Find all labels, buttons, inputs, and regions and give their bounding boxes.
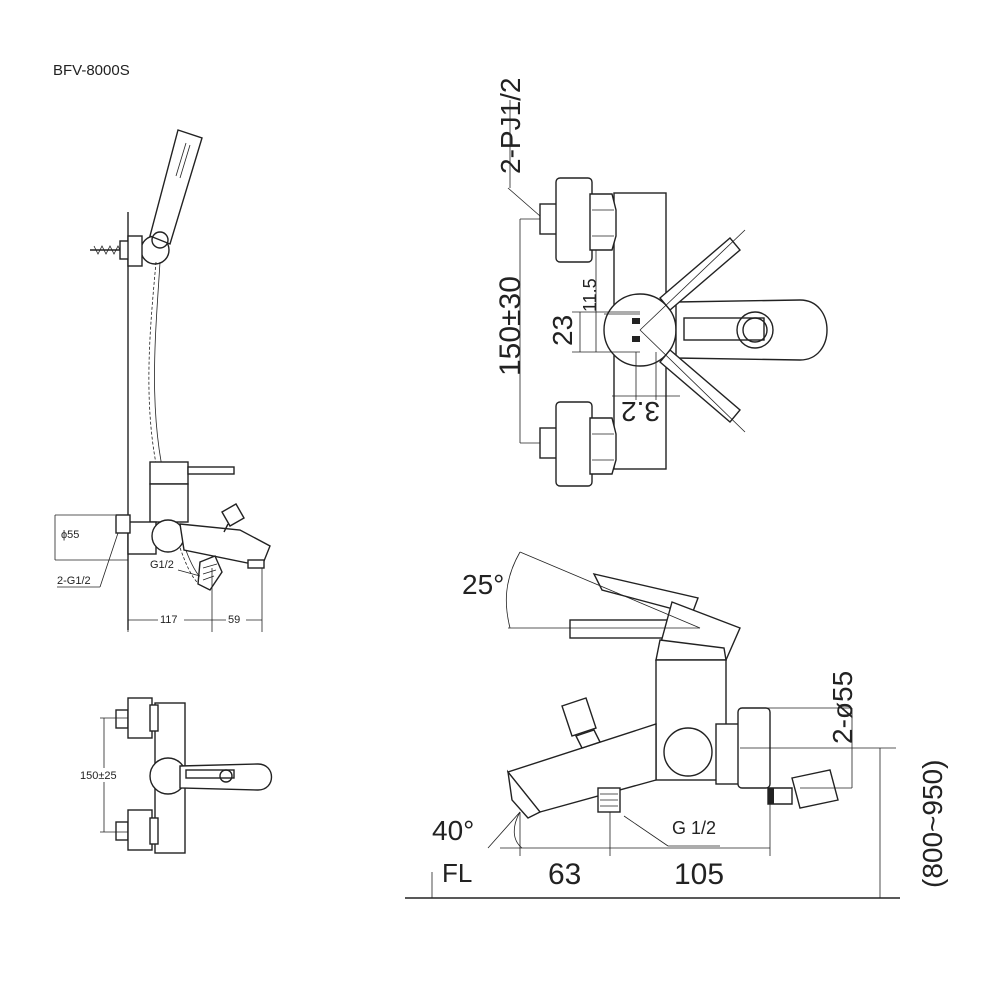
side-view-drawing: ϕ55 2-G1/2 G1/2 117 59: [54, 129, 271, 632]
dim-spout-reach: 63: [548, 858, 581, 891]
model-title: BFV-8000S: [53, 62, 130, 79]
dim-diameter-large: 2-ø55: [827, 671, 858, 744]
dim-center-distance-small: 150±25: [80, 770, 117, 782]
label-floor: FL: [442, 858, 472, 888]
wall-screw: [90, 240, 131, 260]
dim-hose-thread: G1/2: [150, 559, 174, 571]
angle-spout: 40°: [432, 815, 474, 846]
front-view-small-drawing: 150±25: [78, 697, 273, 854]
dim-body-width: 117: [160, 614, 178, 626]
dim-diameter: ϕ55: [61, 529, 79, 541]
dim-connection-top: 2-PJ1/2: [495, 78, 526, 175]
hand-shower: [149, 129, 203, 249]
angle-lever: 25°: [462, 569, 504, 600]
dim-connection: 2-G1/2: [57, 575, 91, 587]
dim-install-height: (800~950): [917, 760, 948, 888]
side-body: [115, 461, 271, 591]
dim-body-depth: 105: [674, 858, 724, 891]
dim-hose-thread-large: G 1/2: [672, 818, 716, 838]
dim-spout-width: 59: [228, 614, 240, 626]
dim-offset: 3.2: [621, 396, 660, 427]
dim-small: 11.5: [580, 278, 600, 312]
top-view-drawing: 2-PJ1/2 150±30 23 11.5 3.2: [494, 78, 828, 487]
dim-height: 23: [547, 315, 578, 346]
dim-center-distance-top: 150±30: [494, 276, 527, 376]
side-view-large-drawing: 25° 40° FL 63 105 G 1/2 2-ø55 (800~950): [405, 551, 948, 899]
